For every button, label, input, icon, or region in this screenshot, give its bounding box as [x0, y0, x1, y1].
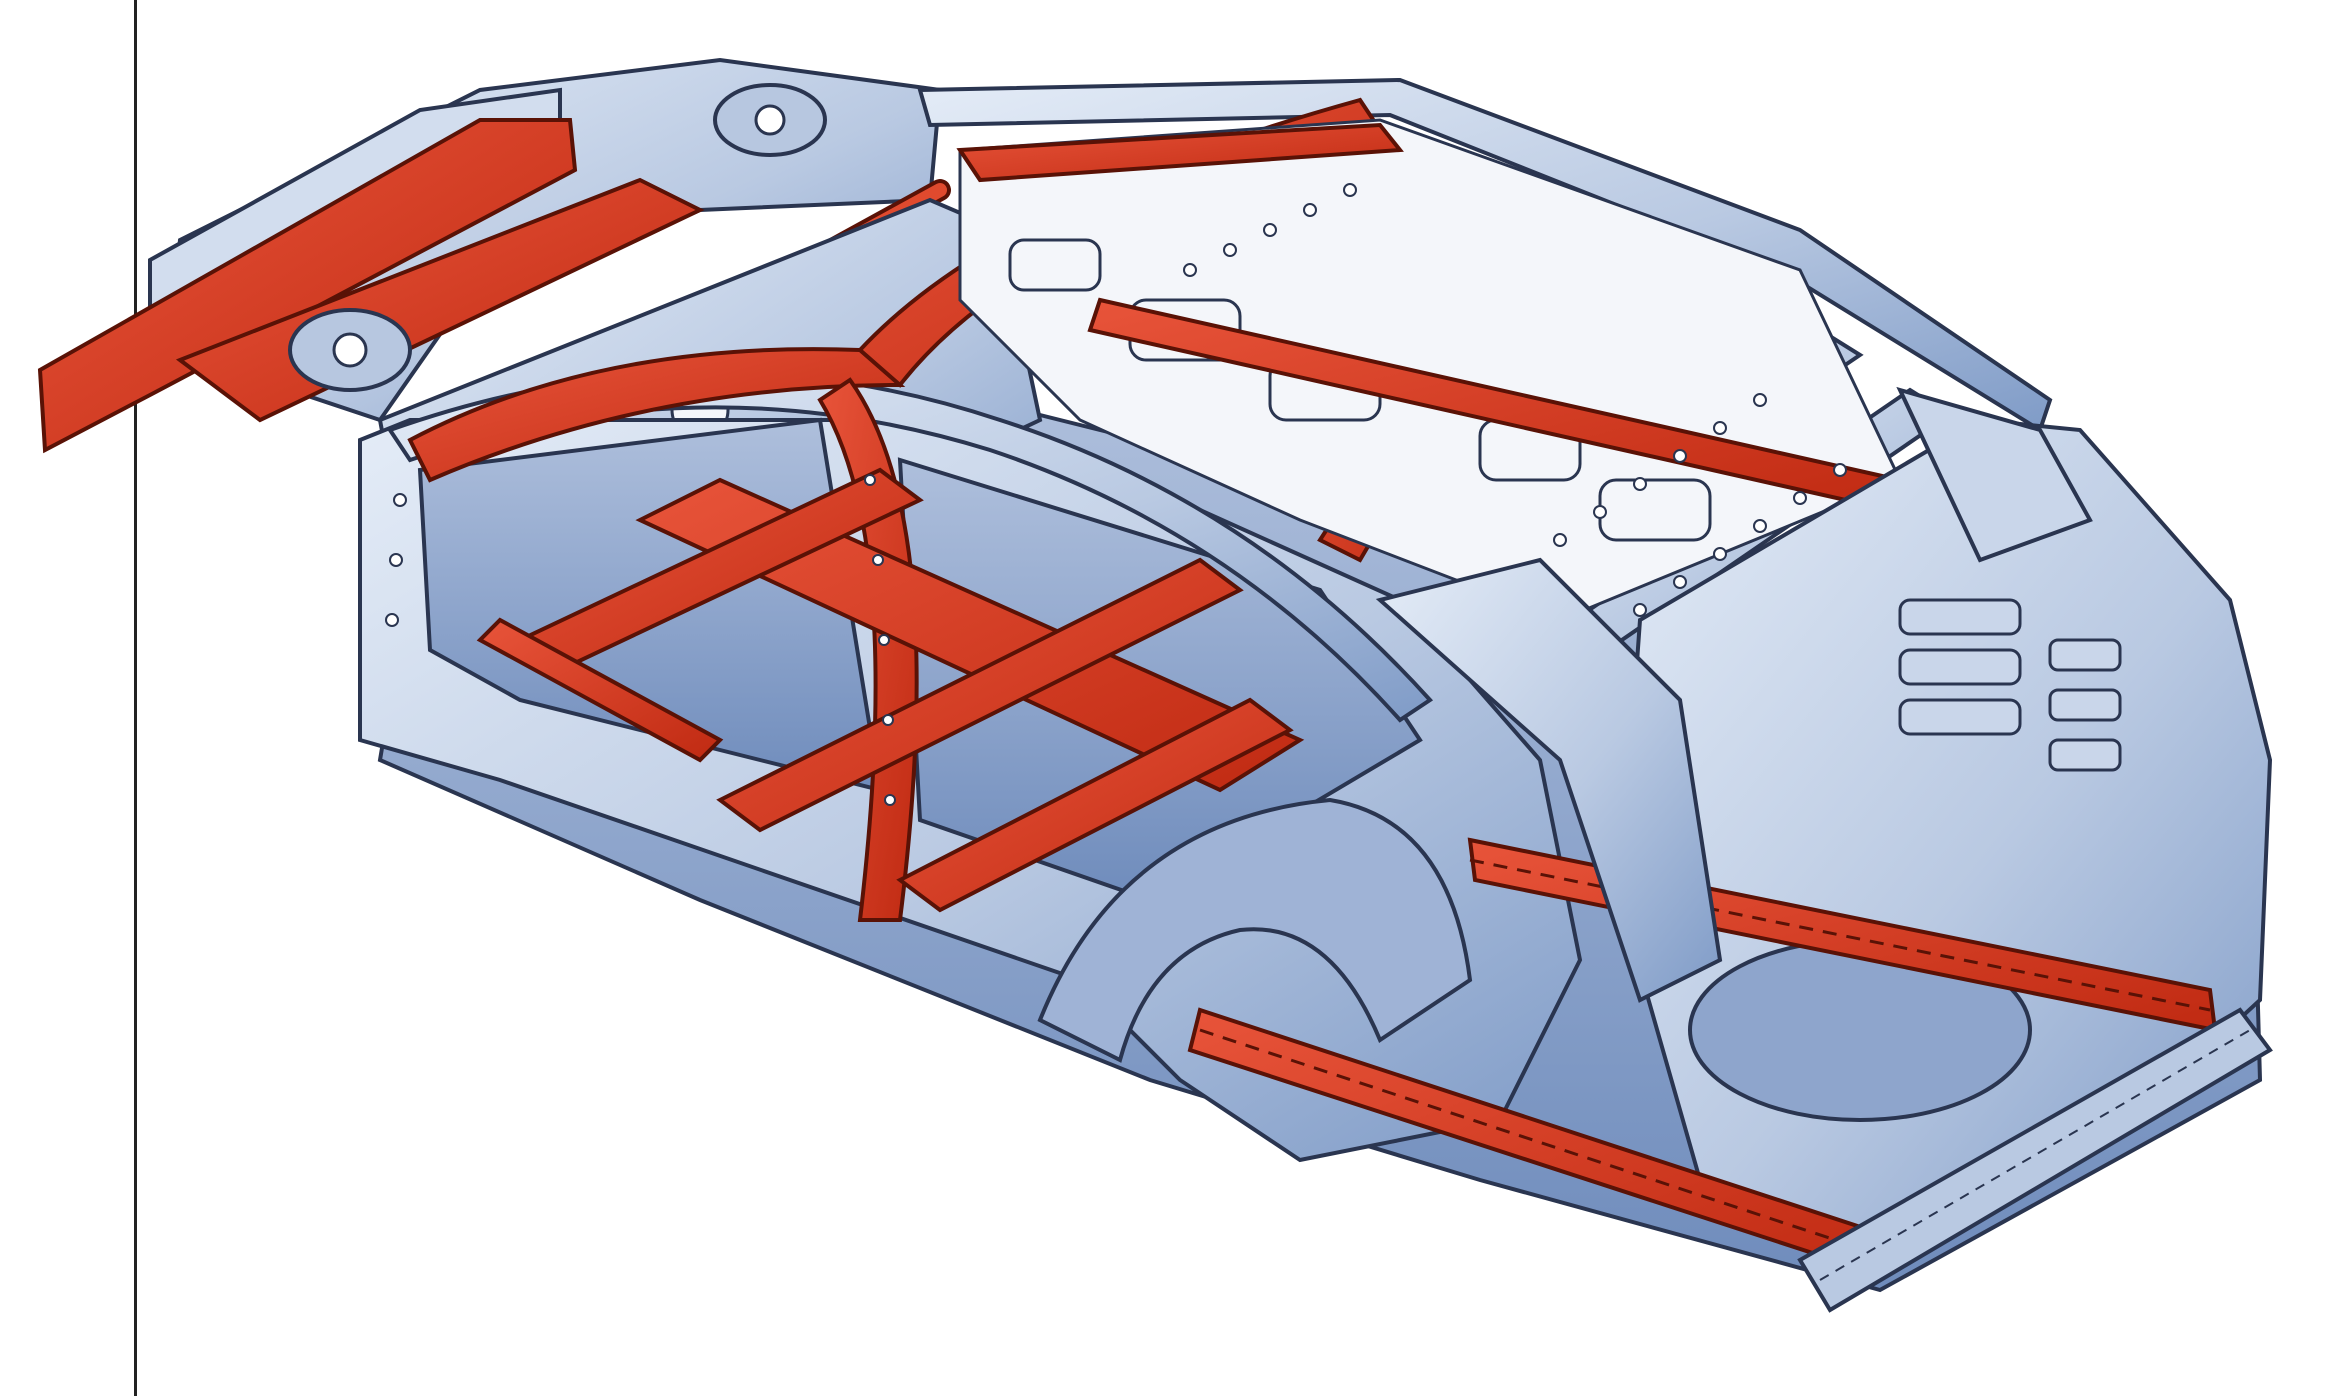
side-roof-rail-reinforcement	[956, 122, 1404, 183]
spot-weld-marks	[385, 183, 1847, 806]
tunnel-reinforcement	[635, 477, 1305, 793]
front-bumper-beam	[37, 118, 578, 454]
c-pillar	[1375, 557, 1723, 1003]
floor-crossmember	[716, 557, 1244, 833]
seat-rail	[476, 617, 724, 763]
rear-shelf-stampings	[1898, 598, 2122, 772]
margin-rule	[134, 0, 137, 1396]
floor-crossmember	[896, 697, 1294, 913]
left-strut-hole	[332, 332, 368, 368]
rear-end-panel	[1797, 1007, 2273, 1313]
c-pillar	[1896, 386, 2093, 563]
right-strut-hole	[754, 104, 786, 136]
rear-wheel-arch	[1037, 797, 1473, 1063]
